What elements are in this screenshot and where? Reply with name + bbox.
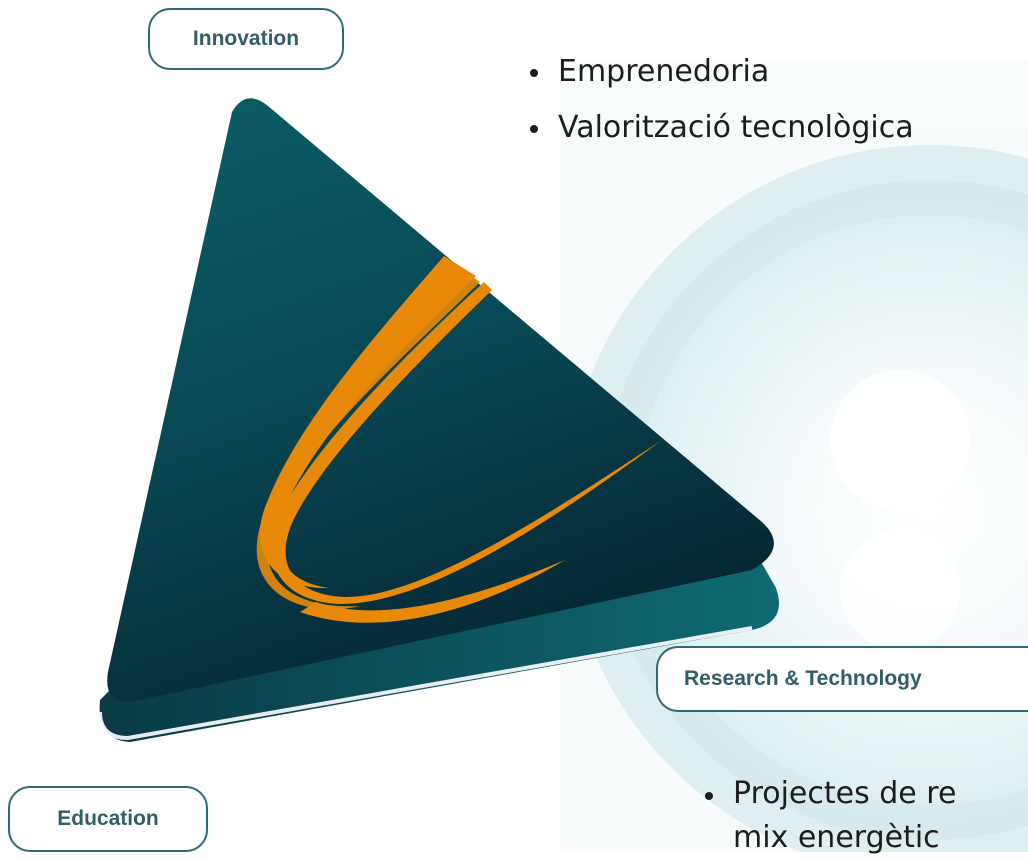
bullet-projectes-line2: mix energètic [733, 820, 940, 855]
bullet-valoritzacio: Valorització tecnològica [530, 100, 914, 156]
bullet-projectes: Projectes de re mix energètic [705, 772, 956, 860]
innovation-label: Innovation [148, 8, 344, 70]
research-technology-label: Research & Technology [656, 646, 1028, 712]
bullet-emprenedoria: Emprenedoria [530, 44, 914, 100]
bullet-projectes-line1: Projectes de re [733, 776, 957, 811]
research-technology-label-text: Research & Technology [684, 667, 922, 690]
triangle-base-layer [99, 560, 779, 742]
education-label-text: Education [57, 807, 159, 830]
education-label: Education [8, 786, 208, 852]
research-bullet-list: Projectes de re mix energètic [705, 772, 956, 860]
innovation-bullet-list: Emprenedoria Valorització tecnològica [530, 44, 914, 156]
innovation-label-text: Innovation [192, 27, 300, 50]
orange-swoosh [256, 256, 662, 623]
